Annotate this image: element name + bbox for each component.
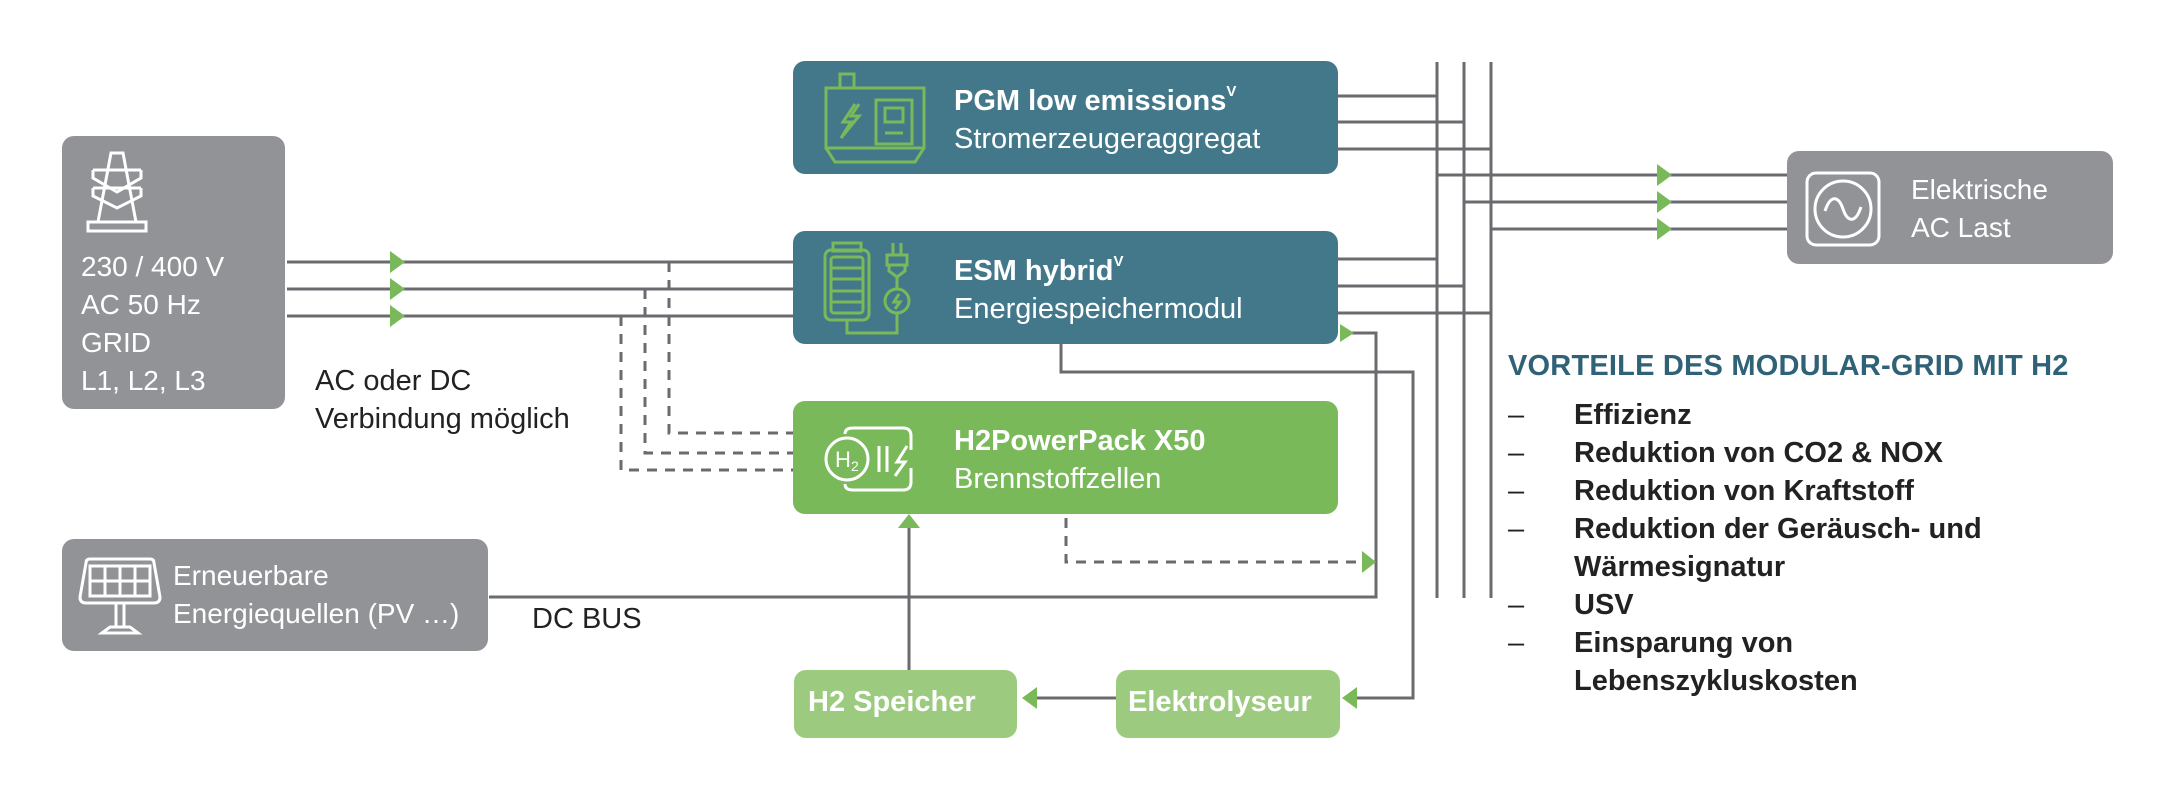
h2-storage-label: H2 Speicher	[808, 686, 976, 718]
advantage-item: –Reduktion der Geräusch- und Wärmesignat…	[1508, 513, 1982, 583]
h2pp-subtitle: Brennstoffzellen	[954, 463, 1162, 495]
ac-sine-icon	[1805, 171, 1881, 247]
dashed-h2pp-to-dcbus	[1064, 518, 1366, 564]
dashed-link-1	[667, 262, 795, 435]
arrow-into-esm	[1340, 324, 1354, 342]
electrolyser-label: Elektrolyseur	[1128, 686, 1312, 718]
arrow-l2	[390, 278, 405, 300]
advantage-item: –Einsparung von Lebenszykluskosten	[1508, 627, 1858, 697]
arrow-load-3	[1657, 218, 1672, 240]
pgm-title: PGM low emissions	[954, 85, 1227, 117]
arrow-into-storage	[1022, 687, 1037, 709]
renewables-line-1: Erneuerbare	[173, 560, 329, 591]
advantage-item: –Reduktion von CO2 & NOX	[1508, 437, 1943, 469]
advantages-list: –Effizienz –Reduktion von CO2 & NOX –Red…	[1508, 396, 2094, 700]
ac-load-box[interactable]: Elektrische AC Last	[1787, 151, 2113, 264]
load-line-1: Elektrische	[1911, 174, 2048, 205]
esm-box[interactable]: ESM hybridV Energiespeichermodul	[793, 231, 1338, 344]
arrow-load-1	[1657, 164, 1672, 186]
renewables-line-2: Energiequellen (PV …)	[173, 598, 460, 629]
grid-frequency: AC 50 Hz	[81, 289, 201, 320]
grid-label: GRID	[81, 327, 151, 358]
svg-text:2: 2	[851, 458, 859, 474]
arrow-into-electrolyser	[1342, 687, 1357, 709]
esm-title-sup: V	[1113, 253, 1124, 270]
pgm-box[interactable]: PGM low emissionsV Stromerzeugeraggregat	[793, 61, 1338, 174]
hydrogen-fuel-cell-icon: H 2	[824, 426, 913, 492]
pgm-subtitle: Stromerzeugeraggregat	[954, 123, 1261, 155]
advantage-item: –Effizienz	[1508, 399, 1692, 431]
solar-panel-icon	[78, 557, 162, 635]
power-pylon-icon	[86, 151, 148, 233]
battery-plug-icon	[823, 241, 911, 335]
esm-to-electrolyser	[1059, 344, 1415, 700]
esm-title: ESM hybrid	[954, 255, 1114, 287]
electrolyser-box[interactable]: Elektrolyseur	[1116, 670, 1340, 738]
generator-icon	[824, 72, 926, 164]
grid-box[interactable]: 230 / 400 V AC 50 Hz GRID L1, L2, L3	[62, 136, 285, 409]
renewables-box[interactable]: Erneuerbare Energiequellen (PV …)	[62, 539, 488, 651]
arrow-l3	[390, 305, 405, 327]
svg-text:H: H	[835, 447, 851, 472]
advantage-item: –USV	[1508, 589, 1634, 621]
h2pp-title: H2PowerPack X50	[954, 425, 1206, 457]
advantages-title: VORTEILE DES MODULAR-GRID MIT H2	[1508, 350, 2069, 382]
h2-storage-box[interactable]: H2 Speicher	[794, 670, 1017, 738]
dc-bus-label: DC BUS	[532, 603, 642, 635]
ac-dc-label-2: Verbindung möglich	[315, 403, 570, 435]
ac-dc-label-1: AC oder DC	[315, 365, 472, 397]
pgm-title-sup: V	[1226, 83, 1237, 100]
h2powerpack-box[interactable]: H 2 H2PowerPack X50 Brennstoffzellen	[793, 401, 1338, 514]
dc-bus-line	[489, 331, 1378, 599]
arrow-dashed-dcbus	[1362, 551, 1376, 573]
arrow-into-h2pp	[898, 514, 920, 528]
dashed-link-3	[619, 316, 795, 472]
load-line-2: AC Last	[1911, 212, 2011, 243]
arrow-l1	[390, 251, 405, 273]
advantage-item: –Reduktion von Kraftstoff	[1508, 475, 1914, 507]
esm-subtitle: Energiespeichermodul	[954, 293, 1243, 325]
grid-voltage: 230 / 400 V	[81, 251, 225, 282]
dashed-link-2	[643, 289, 795, 455]
arrow-load-2	[1657, 191, 1672, 213]
grid-phases: L1, L2, L3	[81, 365, 206, 396]
